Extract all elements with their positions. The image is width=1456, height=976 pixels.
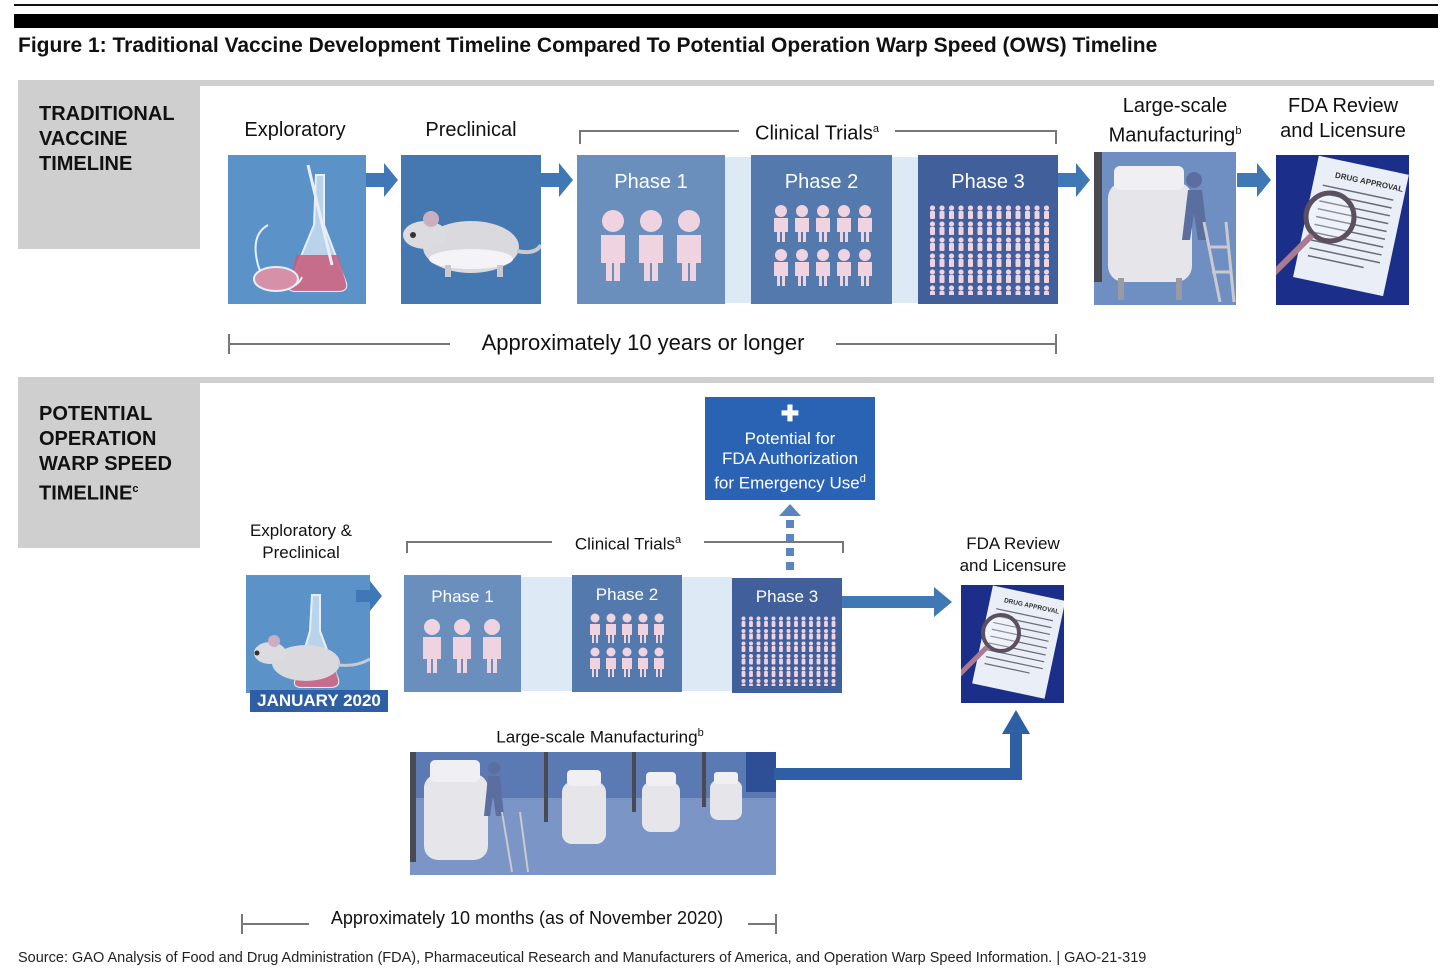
- ows-side-panel: [18, 383, 200, 548]
- label-exploratory: Exploratory: [244, 119, 346, 141]
- duration-line-left: [228, 343, 450, 345]
- emergency-use-box: ✚ Potential for FDA Authorization for Em…: [705, 397, 875, 500]
- arrow-right-icon: [356, 581, 382, 611]
- ows-band: [18, 377, 1434, 383]
- arrow-right-icon: [366, 163, 398, 197]
- phase-gap-1: [725, 157, 751, 303]
- traditional-label: TRADITIONAL VACCINE TIMELINE: [39, 103, 175, 175]
- preclinical-image: [401, 155, 541, 304]
- trad-phase-2: Phase 2: [751, 155, 892, 304]
- traditional-duration: Approximately 10 years or longer: [481, 330, 805, 355]
- ows-label-manufacturing: Large-scale Manufacturingb: [496, 727, 704, 747]
- label-fda-review: FDA Review and Licensure: [1280, 95, 1406, 142]
- exploratory-image: [228, 155, 366, 304]
- people-small-group-icon: [423, 619, 501, 673]
- figure-title: Figure 1: Traditional Vaccine Developmen…: [18, 34, 1158, 57]
- duration-line-right: [836, 343, 1057, 345]
- arrow-to-fda-icon: [842, 587, 952, 617]
- ows-duration-tick-right: [775, 914, 777, 934]
- fda-review-image: DRUG APPROVAL: [1276, 155, 1409, 305]
- ows-phase-1-label: Phase 1: [431, 587, 494, 606]
- dotted-arrow-up-icon: [779, 504, 801, 570]
- arrow-right-icon: [1237, 163, 1271, 197]
- clinical-bracket-right: [895, 130, 1057, 132]
- trad-phase-2-label: Phase 2: [784, 171, 859, 193]
- ows-duration-line-left: [241, 923, 309, 925]
- ows-clinical-bracket-left: [406, 541, 552, 543]
- header-bar: [14, 14, 1438, 28]
- flask-icon: [253, 164, 348, 292]
- ows-duration-tick-left: [241, 914, 243, 934]
- ows-label-clinical-trials: Clinical Trialsa: [574, 534, 682, 554]
- manufacturing-tank-icon: [1094, 152, 1236, 305]
- trad-phase-1: Phase 1: [577, 155, 725, 304]
- people-medium-group-icon: [590, 613, 664, 677]
- ows-phase-gap-1: [521, 577, 572, 691]
- people-small-group-icon: [601, 210, 701, 281]
- label-preclinical: Preclinical: [425, 119, 517, 141]
- top-rule: [14, 4, 1438, 6]
- trad-phase-3: Phase 3: [918, 155, 1058, 304]
- people-large-group-icon: [928, 205, 1050, 295]
- ows-duration: Approximately 10 months (as of November …: [330, 908, 724, 928]
- arrow-right-icon: [1058, 163, 1090, 197]
- ows-phase-3: Phase 3: [732, 578, 842, 693]
- ows-label-fda-review: FDA Review and Licensure: [959, 534, 1067, 575]
- ows-manufacturing-image: [410, 752, 776, 875]
- document-magnifier-icon: DRUG APPROVAL: [961, 585, 1064, 699]
- traditional-band: [18, 80, 1434, 86]
- label-manufacturing: Large-scale Manufacturingb: [1108, 95, 1242, 147]
- duration-tick-left: [228, 334, 230, 354]
- source-note: Source: GAO Analysis of Food and Drug Ad…: [18, 950, 1147, 966]
- ows-clinical-bracket-right: [704, 541, 844, 543]
- ows-duration-line-right: [748, 923, 776, 925]
- document-magnifier-icon: DRUG APPROVAL: [1276, 155, 1409, 297]
- plus-icon: ✚: [780, 401, 800, 426]
- ows-label: POTENTIAL OPERATION WARP SPEED TIMELINEc: [39, 403, 172, 505]
- manufacturing-tanks-icon: [410, 752, 776, 873]
- ows-clinical-bracket-left-tick: [406, 541, 408, 553]
- duration-tick-right: [1055, 334, 1057, 354]
- trad-phase-3-label: Phase 3: [951, 171, 1025, 193]
- manufacturing-image: [1094, 152, 1236, 305]
- clinical-bracket-left-tick: [579, 130, 581, 144]
- people-large-group-icon: [740, 616, 836, 686]
- ows-phase-gap-2: [682, 577, 732, 691]
- emergency-use-text: Potential for FDA Authorization for Emer…: [714, 429, 866, 493]
- phase-gap-2: [892, 157, 918, 303]
- ows-phase-1: Phase 1: [404, 575, 521, 692]
- ows-phase-3-label: Phase 3: [755, 587, 819, 606]
- ows-clinical-bracket-right-tick: [842, 541, 844, 553]
- arrow-manufacturing-to-fda-icon: [774, 710, 1030, 780]
- start-date-badge: JANUARY 2020: [250, 690, 388, 712]
- clinical-bracket-right-tick: [1055, 130, 1057, 144]
- ows-phase-2: Phase 2: [572, 575, 682, 692]
- label-clinical-trials: Clinical Trialsa: [755, 122, 879, 145]
- ows-phase-2-label: Phase 2: [595, 585, 659, 604]
- ows-fda-review-image: DRUG APPROVAL: [961, 585, 1064, 703]
- label-exploratory-preclinical: Exploratory & Preclinical: [249, 521, 353, 562]
- flask-mouse-icon: [254, 594, 370, 688]
- arrow-right-icon: [541, 163, 573, 197]
- clinical-bracket-left: [579, 130, 739, 132]
- mouse-icon: [403, 211, 541, 277]
- traditional-side-panel: [18, 86, 200, 249]
- people-medium-group-icon: [774, 205, 872, 286]
- trad-phase-1-label: Phase 1: [614, 171, 688, 193]
- ows-exploratory-image: [246, 575, 370, 693]
